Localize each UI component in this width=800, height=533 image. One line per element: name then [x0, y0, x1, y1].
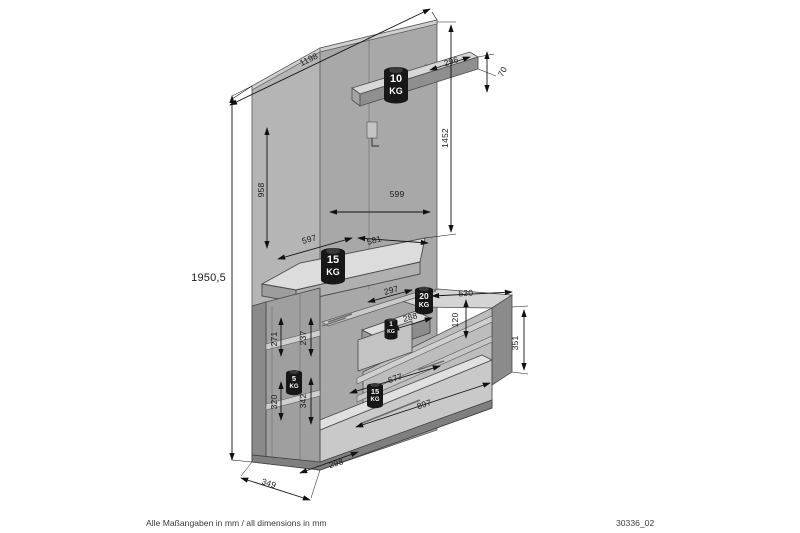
ext-1198-b: [431, 11, 438, 21]
dimtext-120: 120: [450, 313, 460, 328]
weight-icon-15kg-bottom: [367, 383, 383, 409]
dimtext-677: 677: [386, 371, 403, 385]
dimtext-597: 597: [301, 232, 318, 246]
dimtext-342: 342: [298, 394, 308, 409]
ext-70-a: [477, 53, 495, 58]
dimline-349: [240, 477, 311, 501]
dimtext-1950: 1950,5: [191, 272, 226, 284]
dimtext-351: 351: [510, 336, 520, 351]
dimtext-958: 958: [256, 183, 266, 198]
weight-icon-5kg: [286, 370, 302, 396]
weight-icon-20kg: [415, 286, 433, 315]
dimtext-271: 271: [269, 332, 279, 347]
ext-70-b: [477, 68, 497, 77]
dimline-597: [277, 237, 353, 260]
dimline-677: [349, 365, 441, 394]
ext-1198-a: [231, 85, 253, 100]
dimension-lines: [229, 8, 529, 501]
ext-1950-top: [231, 85, 253, 97]
dimtext-296: 296: [442, 54, 459, 68]
ext-351-b: [511, 371, 529, 375]
right-cabinet-side: [491, 294, 513, 386]
dimtext-288: 288: [402, 310, 419, 324]
units-note: Alle Maßangaben in mm / all dimensions i…: [146, 518, 327, 528]
weight-icon-15kg-main: [321, 248, 345, 285]
load-badges: [286, 67, 433, 409]
ext-351-a: [511, 305, 529, 308]
ext-349-b: [310, 469, 321, 499]
dimline-581: [357, 235, 429, 246]
left-cabinet-side: [251, 301, 267, 463]
dimtext-70: 70: [496, 65, 509, 78]
dimtext-581: 581: [366, 233, 383, 247]
dimline-288: [391, 317, 433, 331]
dimtext-298: 298: [327, 456, 344, 470]
dimline-1198: [229, 8, 431, 106]
dimline-298: [299, 451, 359, 474]
dimtext-1452: 1452: [440, 128, 450, 148]
mid-shelf-handle: [327, 313, 353, 323]
weight-icon-1kg: [384, 318, 398, 340]
ext-1452-bot: [424, 233, 457, 239]
dimline-897: [355, 382, 491, 428]
dimline-297: [367, 289, 413, 303]
ext-349-a: [240, 461, 253, 477]
dimtext-349: 349: [260, 476, 277, 490]
dimtext-599: 599: [390, 189, 405, 199]
weight-icon-10kg: [384, 67, 408, 104]
dimtext-297: 297: [383, 283, 400, 297]
dimtext-237: 237: [298, 331, 308, 346]
article-code: 30336_02: [616, 518, 655, 528]
dimline-530: [431, 289, 513, 299]
dimtext-320: 320: [269, 395, 279, 410]
handle-left-upper: [321, 317, 347, 327]
dimtext-897: 897: [415, 397, 432, 411]
dimtext-530: 530: [458, 287, 474, 298]
ext-1950-bot: [231, 459, 253, 463]
